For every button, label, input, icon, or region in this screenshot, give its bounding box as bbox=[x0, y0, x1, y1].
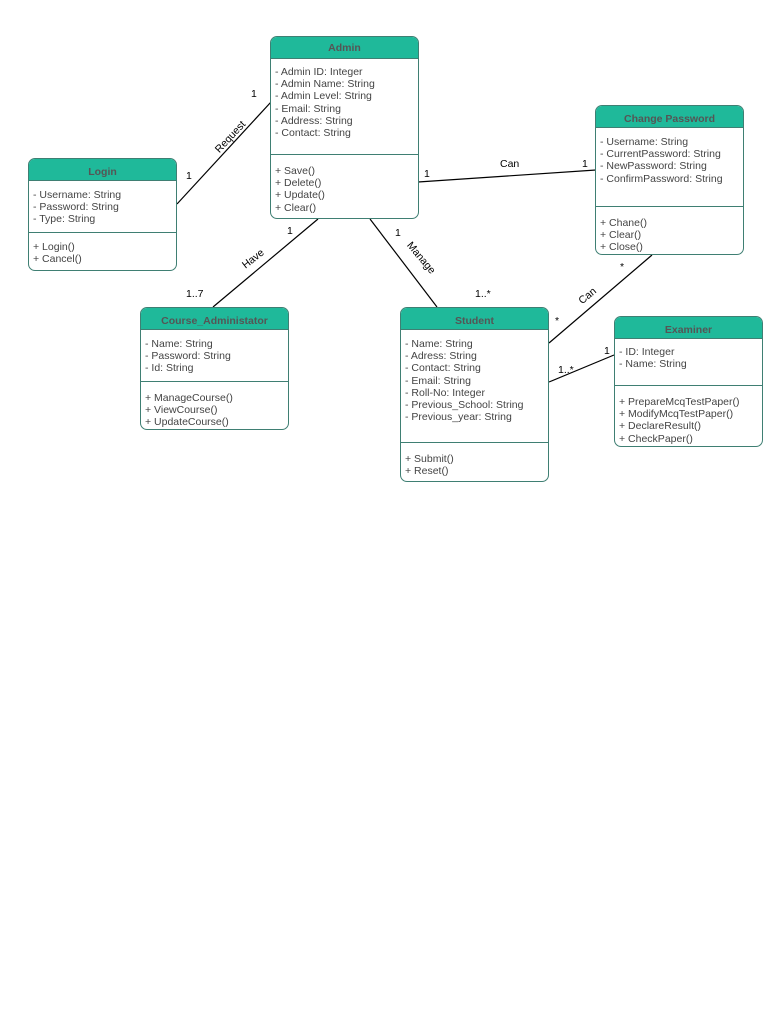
attribute: - Username: String bbox=[600, 136, 689, 148]
method: + CheckPaper() bbox=[619, 432, 693, 445]
request-line bbox=[176, 101, 272, 205]
class-student-methods: + Submit() + Reset() bbox=[401, 442, 548, 477]
method: + DeclareResult() bbox=[619, 420, 701, 433]
class-student-attributes: - Name: String - Adress: String - Contac… bbox=[401, 330, 548, 442]
class-course-administator-name: Course_Administator bbox=[141, 308, 288, 330]
class-admin-methods: + Save() + Delete() + Update() + Clear() bbox=[271, 154, 418, 214]
method: + ViewCourse() bbox=[145, 404, 218, 417]
method: + Submit() bbox=[405, 453, 454, 465]
attribute: - Email: String bbox=[405, 374, 471, 387]
method: + Login() bbox=[33, 241, 75, 253]
request-mult-admin: 1 bbox=[251, 88, 257, 100]
method: + Chane() bbox=[600, 217, 647, 229]
manage-line bbox=[369, 218, 438, 308]
class-admin-name: Admin bbox=[271, 37, 418, 59]
can-change-line bbox=[417, 169, 597, 183]
have-line bbox=[212, 218, 319, 308]
attribute: - Admin Level: String bbox=[275, 90, 372, 103]
attribute: - Admin ID: Integer bbox=[275, 66, 363, 78]
class-login-name: Login bbox=[29, 159, 176, 181]
can-change-mult-change-password: 1 bbox=[582, 158, 588, 170]
class-course-administator-attributes: - Name: String - Password: String - Id: … bbox=[141, 330, 288, 381]
method: + Clear() bbox=[275, 201, 317, 214]
attribute: - Roll-No: Integer bbox=[405, 386, 485, 399]
method: + Cancel() bbox=[33, 253, 82, 266]
method: + ModifyMcqTestPaper() bbox=[619, 408, 734, 421]
class-student-name: Student bbox=[401, 308, 548, 330]
attribute: - ConfirmPassword: String bbox=[600, 172, 723, 185]
class-change-password: Change Password - Username: String - Cur… bbox=[595, 105, 744, 255]
attribute: - NewPassword: String bbox=[600, 160, 707, 173]
can-change-label: Can bbox=[500, 158, 520, 170]
attribute: - Name: String bbox=[145, 338, 213, 350]
method: + Reset() bbox=[405, 465, 449, 478]
request-mult-login: 1 bbox=[186, 170, 192, 182]
class-change-password-attributes: - Username: String - CurrentPassword: St… bbox=[596, 128, 743, 206]
can-student-line bbox=[548, 254, 653, 344]
attribute: - Previous_year: String bbox=[405, 411, 512, 424]
attribute: - Type: String bbox=[33, 213, 96, 226]
attribute: - Name: String bbox=[619, 358, 687, 371]
class-admin: Admin - Admin ID: Integer - Admin Name: … bbox=[270, 36, 419, 219]
class-login: Login - Username: String - Password: Str… bbox=[28, 158, 177, 271]
method: + PrepareMcqTestPaper() bbox=[619, 396, 740, 408]
attribute: - CurrentPassword: String bbox=[600, 148, 721, 161]
method: + Close() bbox=[600, 241, 643, 254]
can-change-mult-admin: 1 bbox=[424, 168, 430, 180]
class-course-administator: Course_Administator - Name: String - Pas… bbox=[140, 307, 289, 430]
attribute: - Contact: String bbox=[275, 127, 351, 140]
method: + Save() bbox=[275, 165, 315, 177]
attribute: - ID: Integer bbox=[619, 346, 675, 358]
can-student-mult-student: * bbox=[555, 315, 560, 327]
examiner-student-line bbox=[548, 354, 615, 383]
have-mult-admin: 1 bbox=[287, 225, 293, 237]
attribute: - Address: String bbox=[275, 114, 353, 127]
attribute: - Id: String bbox=[145, 362, 194, 375]
class-examiner-attributes: - ID: Integer - Name: String bbox=[615, 339, 762, 385]
examiner-mult-student: 1..* bbox=[558, 364, 574, 376]
attribute: - Username: String bbox=[33, 189, 122, 201]
manage-mult-admin: 1 bbox=[395, 227, 401, 239]
class-examiner-methods: + PrepareMcqTestPaper() + ModifyMcqTestP… bbox=[615, 385, 762, 445]
method: + Update() bbox=[275, 189, 325, 202]
class-change-password-name: Change Password bbox=[596, 106, 743, 128]
attribute: - Email: String bbox=[275, 102, 341, 115]
class-login-attributes: - Username: String - Password: String - … bbox=[29, 181, 176, 232]
attribute: - Adress: String bbox=[405, 350, 477, 363]
attribute: - Password: String bbox=[33, 201, 119, 214]
attribute: - Admin Name: String bbox=[275, 78, 375, 91]
manage-mult-student: 1..* bbox=[475, 288, 491, 300]
class-login-methods: + Login() + Cancel() bbox=[29, 232, 176, 265]
class-student: Student - Name: String - Adress: String … bbox=[400, 307, 549, 482]
class-examiner-name: Examiner bbox=[615, 317, 762, 339]
method: + Clear() bbox=[600, 229, 642, 242]
method: + UpdateCourse() bbox=[145, 416, 229, 429]
have-mult-course-admin: 1..7 bbox=[186, 288, 204, 300]
attribute: - Contact: String bbox=[405, 362, 481, 375]
class-course-administator-methods: + ManageCourse() + ViewCourse() + Update… bbox=[141, 381, 288, 429]
examiner-mult-examiner: 1 bbox=[604, 345, 610, 357]
class-change-password-methods: + Chane() + Clear() + Close() bbox=[596, 206, 743, 254]
attribute: - Password: String bbox=[145, 350, 231, 363]
attribute: - Name: String bbox=[405, 338, 473, 350]
can-student-mult-change-password: * bbox=[620, 261, 625, 273]
attribute: - Previous_School: String bbox=[405, 399, 524, 412]
class-examiner: Examiner - ID: Integer - Name: String + … bbox=[614, 316, 763, 447]
method: + Delete() bbox=[275, 177, 322, 190]
class-admin-attributes: - Admin ID: Integer - Admin Name: String… bbox=[271, 59, 418, 154]
method: + ManageCourse() bbox=[145, 392, 233, 404]
